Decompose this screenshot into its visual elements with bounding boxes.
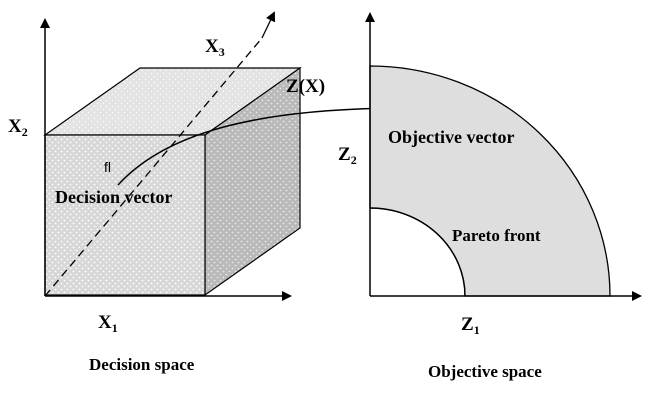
objective-space-caption: Objective space bbox=[428, 362, 542, 381]
axis-z2-label: Z2 bbox=[338, 144, 357, 167]
cube-front-face bbox=[44, 134, 206, 296]
objective-vector-label: Objective vector bbox=[388, 127, 514, 147]
objective-space: Z2 Z1 Objective vector Pareto front Obje… bbox=[338, 12, 642, 381]
mapping-label: Z(X) bbox=[286, 76, 325, 97]
pareto-front-curve bbox=[369, 207, 466, 297]
decision-point-tag: fl bbox=[104, 159, 111, 175]
pareto-front-label: Pareto front bbox=[452, 226, 541, 245]
axis-z1-label: Z1 bbox=[461, 314, 480, 337]
axis-x2-label: X2 bbox=[8, 116, 28, 139]
mapping-arrow bbox=[117, 103, 412, 186]
decision-space: X2 X3 X1 fl Decision vector Decision spa… bbox=[8, 11, 302, 374]
decision-vector-label: Decision vector bbox=[55, 187, 172, 207]
axis-x1-label: X1 bbox=[98, 312, 118, 335]
axis-x3-line-dashed bbox=[44, 37, 263, 297]
mapping: Z(X) bbox=[117, 76, 412, 186]
axis-x3-line-solid bbox=[261, 11, 276, 39]
decision-space-caption: Decision space bbox=[89, 355, 195, 374]
axis-x3-label: X3 bbox=[205, 36, 225, 59]
objective-region bbox=[369, 65, 611, 297]
